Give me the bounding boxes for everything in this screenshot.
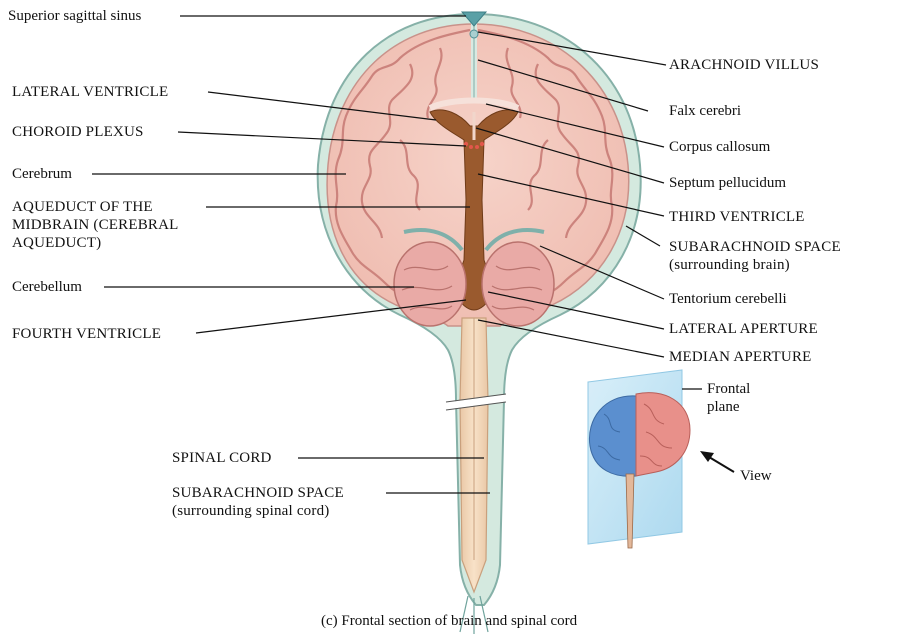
cauda-equina: [459, 595, 489, 634]
arachnoid-villus: [469, 29, 479, 39]
label-median-aperture: MEDIAN APERTURE: [669, 349, 812, 365]
label-aqueduct-line1: AQUEDUCT OF THE: [12, 199, 153, 215]
label-subarachnoid-brain-line1: SUBARACHNOID SPACE: [669, 239, 841, 255]
choroid-plexus: [463, 141, 485, 149]
label-frontal-plane: Frontal plane: [707, 380, 750, 416]
label-aqueduct-line3: AQUEDUCT): [12, 235, 102, 251]
label-subarachnoid-cord-line1: SUBARACHNOID SPACE: [172, 485, 344, 501]
label-subarachnoid-cord-line2: (surrounding spinal cord): [172, 503, 330, 519]
tentorium-cerebelli: [403, 228, 545, 252]
superior-sagittal-sinus: [460, 11, 488, 27]
inset-gyri: [639, 403, 673, 467]
inset-brainstem: [625, 473, 635, 549]
label-cerebrum: Cerebrum: [12, 166, 72, 182]
label-frontal-line2: plane: [707, 399, 740, 415]
label-choroid-plexus: CHOROID PLEXUS: [12, 124, 144, 140]
label-cerebellum: Cerebellum: [12, 279, 82, 295]
label-subarachnoid-brain-line2: (surrounding brain): [669, 257, 790, 273]
label-tentorium-cerebelli: Tentorium cerebelli: [669, 291, 787, 307]
label-subarachnoid-space-cord: SUBARACHNOID SPACE (surrounding spinal c…: [172, 484, 344, 520]
label-spinal-cord: SPINAL CORD: [172, 450, 272, 466]
label-subarachnoid-space-brain: SUBARACHNOID SPACE (surrounding brain): [669, 238, 841, 274]
inset-brain-front: [635, 392, 691, 477]
label-corpus-callosum: Corpus callosum: [669, 139, 771, 155]
cerebral-gyri: [334, 28, 614, 302]
label-septum-pellucidum: Septum pellucidum: [669, 175, 787, 191]
leader-lines: [92, 15, 667, 494]
frontal-plane-inset: [587, 369, 735, 549]
view-arrow-icon: [700, 451, 735, 473]
frontal-section: [316, 11, 642, 634]
section-break: [445, 393, 507, 411]
label-arachnoid-villus: ARACHNOID VILLUS: [669, 57, 820, 73]
label-frontal-line1: Frontal: [707, 381, 751, 397]
cerebellum: [393, 241, 555, 327]
label-superior-sagittal-sinus: Superior sagittal sinus: [8, 8, 142, 24]
figure-caption: (c) Frontal section of brain and spinal …: [321, 613, 578, 629]
label-aqueduct-line2: MIDBRAIN (CEREBRAL: [12, 217, 179, 233]
label-lateral-aperture: LATERAL APERTURE: [669, 321, 818, 337]
label-view: View: [740, 468, 772, 484]
label-lateral-ventricle: LATERAL VENTRICLE: [12, 84, 169, 100]
inset-brain-rear: [588, 395, 637, 477]
label-falx-cerebri: Falx cerebri: [669, 103, 742, 119]
label-aqueduct-of-midbrain: AQUEDUCT OF THE MIDBRAIN (CEREBRAL AQUED…: [12, 198, 179, 252]
label-fourth-ventricle: FOURTH VENTRICLE: [12, 326, 162, 342]
label-third-ventricle: THIRD VENTRICLE: [669, 209, 805, 225]
corpus-callosum: [428, 97, 520, 111]
